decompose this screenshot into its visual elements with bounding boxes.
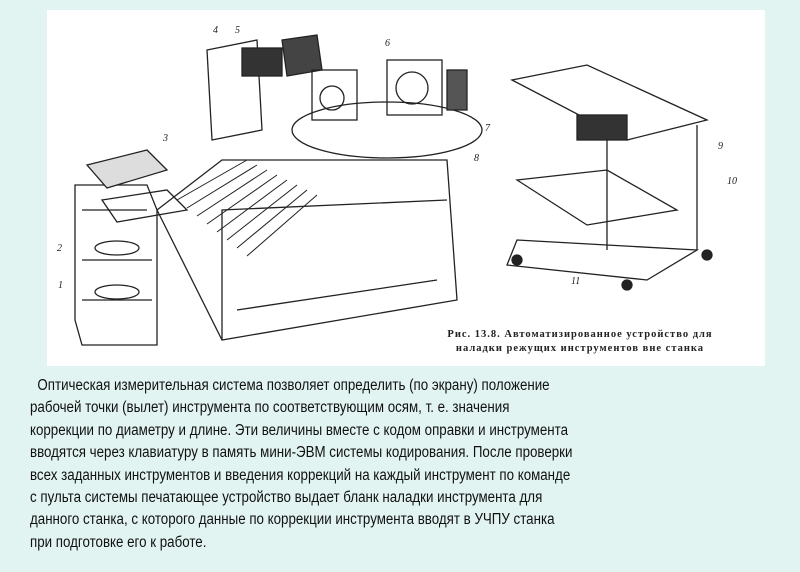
text-line: с пульта системы печатающее устройство в… <box>30 489 543 507</box>
text-line: вводятся через клавиатуру в память мини-… <box>30 444 573 462</box>
label-4: 4 <box>213 25 218 36</box>
body-paragraph: Оптическая измерительная система позволя… <box>30 375 790 554</box>
figure-caption: Рис. 13.8. Автоматизированное устройство… <box>395 328 765 356</box>
text-line: рабочей точки (вылет) инструмента по соо… <box>30 399 510 417</box>
caption-line: Рис. 13.8. Автоматизированное устройство… <box>447 329 713 340</box>
machine-illustration: 1 2 3 4 5 6 7 8 9 10 11 Рис. 13.8. Автом… <box>47 10 765 366</box>
label-11: 11 <box>571 276 581 287</box>
label-8: 8 <box>474 153 479 164</box>
label-9: 9 <box>718 141 723 152</box>
label-7: 7 <box>485 123 490 134</box>
label-1: 1 <box>58 280 63 291</box>
label-5: 5 <box>235 25 240 36</box>
label-2: 2 <box>57 243 62 254</box>
text-line: данного станка, с которого данные по кор… <box>30 511 555 529</box>
text-line: при подготовке его к работе. <box>30 533 207 551</box>
machine-drawing <box>74 34 713 346</box>
caption-line: наладки режущих инструментов вне станка <box>455 343 705 354</box>
text-line: всех заданных инструментов и введения ко… <box>30 466 571 484</box>
text-line: коррекции по диаметру и длине. Эти велич… <box>30 421 568 439</box>
label-10: 10 <box>727 176 737 187</box>
label-3: 3 <box>163 133 168 144</box>
text-line: Оптическая измерительная система позволя… <box>30 377 550 394</box>
label-6: 6 <box>385 38 390 49</box>
